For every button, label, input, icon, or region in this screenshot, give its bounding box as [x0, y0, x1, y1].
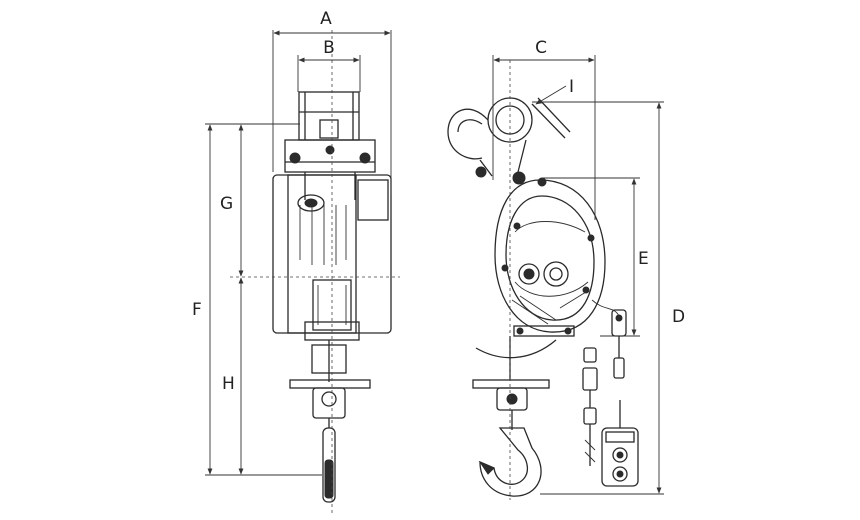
label-C: C — [535, 38, 547, 58]
top-hook — [447, 97, 571, 185]
label-F: F — [192, 300, 202, 320]
label-I: I — [569, 77, 574, 97]
top-hanger — [284, 91, 376, 173]
front-view — [230, 30, 400, 515]
label-H: H — [222, 374, 235, 394]
pendant-control — [582, 299, 639, 487]
dimension-lines — [205, 30, 664, 495]
label-D: D — [672, 307, 685, 327]
label-B: B — [323, 38, 335, 58]
front-rope-hook — [289, 340, 371, 503]
side-rope-hook — [472, 336, 557, 497]
side-view — [447, 60, 639, 500]
label-A: A — [320, 9, 332, 29]
hoist-body-side — [494, 177, 606, 337]
label-E: E — [638, 249, 649, 269]
label-G: G — [220, 194, 233, 214]
